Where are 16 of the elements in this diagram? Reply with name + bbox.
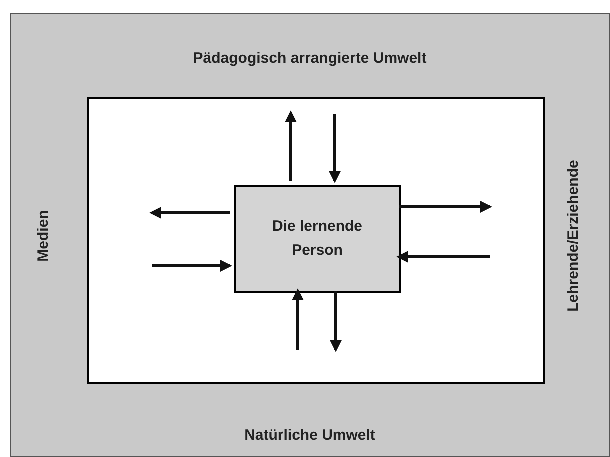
background-panel: [10, 13, 610, 457]
side-label: Lehrende/Erziehende: [564, 160, 583, 312]
arrow: [292, 288, 304, 350]
side-label: Medien: [34, 210, 53, 262]
arrow: [396, 251, 490, 263]
arrow: [399, 201, 492, 213]
arrow: [152, 260, 232, 272]
arrow: [330, 291, 342, 352]
arrow: [329, 114, 341, 184]
process-box: [234, 185, 401, 293]
node-label: Die lernende Person: [271, 217, 364, 261]
environment-box: [87, 97, 545, 384]
side-label: Natürliche Umwelt: [244, 427, 376, 444]
arrow: [285, 110, 297, 181]
side-label: Pädagogisch arrangierte Umwelt: [193, 50, 427, 67]
arrow: [150, 207, 230, 219]
